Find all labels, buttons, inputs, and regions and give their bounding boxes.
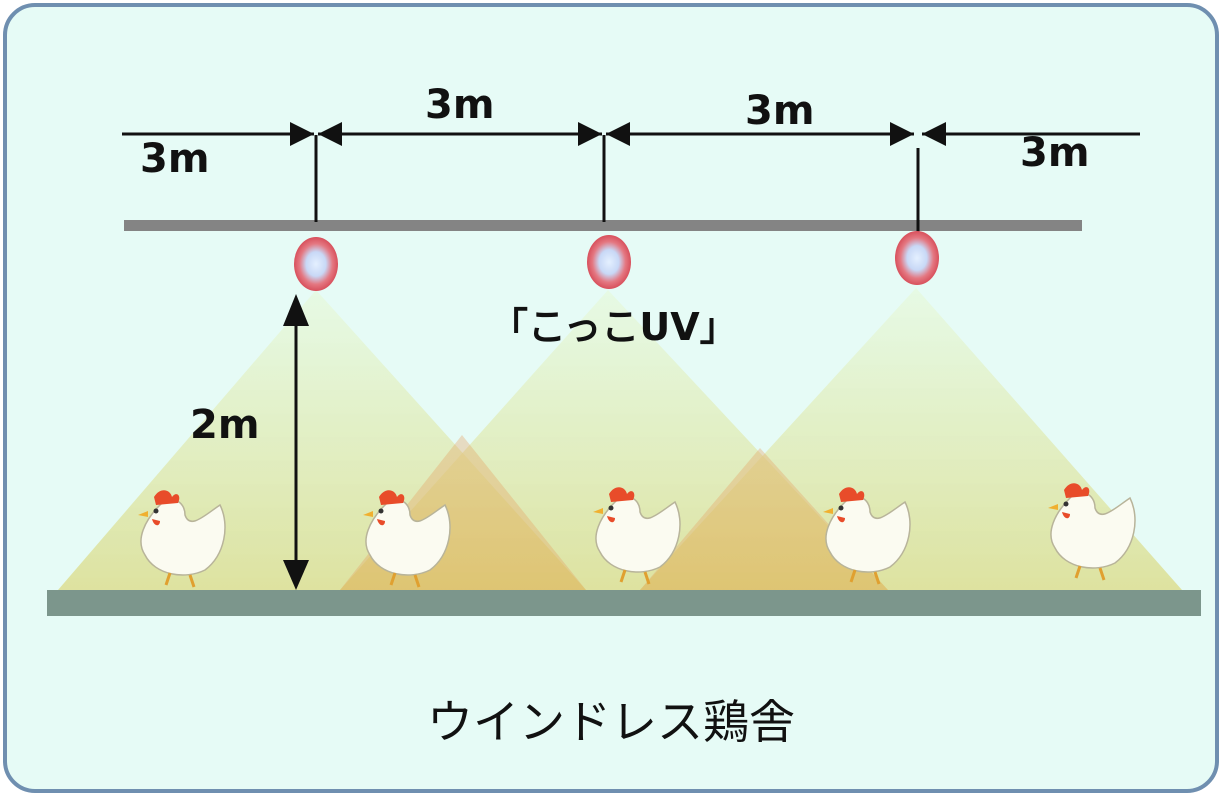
lamp-icon [587, 235, 631, 289]
chickens [138, 483, 1136, 588]
product-label: 「こっこUV」 [490, 305, 738, 349]
light-cone-3 [640, 288, 1182, 590]
chicken-icon [138, 490, 226, 588]
ceiling-bar [124, 220, 1082, 231]
lamp-icon [895, 231, 939, 285]
chicken-icon [593, 487, 681, 585]
spacing-label-1: 3m [140, 136, 210, 182]
spacing-label-3: 3m [745, 88, 815, 134]
height-label: 2m [190, 402, 260, 448]
height-arrow-head-bottom [283, 560, 309, 590]
spacing-label-2: 3m [425, 82, 495, 128]
spacing-label-4: 3m [1020, 130, 1090, 176]
floor-bar [47, 590, 1201, 616]
diagram-caption: ウインドレス鶏舎 [427, 695, 795, 749]
lamps [294, 231, 939, 291]
height-arrow-head-top [283, 294, 309, 326]
overlap-region-2 [640, 448, 888, 590]
light-cones [58, 288, 1182, 590]
chicken-icon [823, 487, 911, 585]
lamp-icon [294, 237, 338, 291]
chicken-icon [363, 490, 451, 588]
chicken-icon [1048, 483, 1136, 581]
